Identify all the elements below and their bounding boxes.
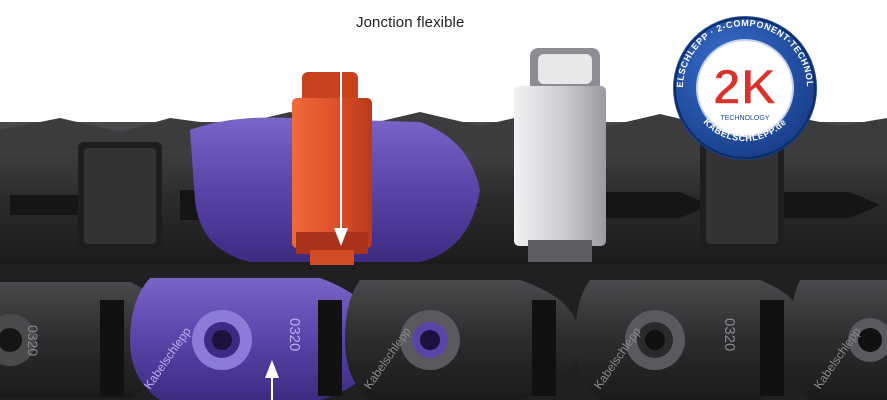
badge-2k-text: 2K [713, 59, 777, 115]
black-side-plate-right [790, 280, 887, 400]
black-side-plate-left [0, 282, 170, 398]
pin-hole-5 [848, 318, 887, 362]
link-number-2: 0320 [286, 318, 303, 351]
pin-hole-4 [625, 310, 685, 370]
link-connectors [100, 300, 784, 396]
pin-hole-1 [0, 314, 36, 366]
black-bridge-bars [78, 140, 784, 250]
link-number-1: 0320 [25, 325, 41, 356]
callout-label-flexible-joint: Jonction flexible [356, 14, 465, 31]
black-side-plate-center-right [575, 280, 810, 400]
pin-hole-3 [400, 310, 460, 370]
arrow-up-icon [265, 360, 279, 400]
badge-caption: TECHNOLOGY [720, 115, 769, 122]
silver-bridge [514, 48, 606, 262]
lower-chain-band: 0320 0320 0320 Kabelschlepp Kabelschlepp… [0, 265, 887, 400]
black-side-plate-center-left [345, 280, 580, 400]
pin-hole-2 [192, 310, 252, 370]
arrow-down-icon [334, 8, 348, 246]
link-number-3: 0320 [721, 318, 738, 351]
purple-side-plate [130, 278, 380, 400]
orange-flexible-bridge [292, 72, 372, 266]
